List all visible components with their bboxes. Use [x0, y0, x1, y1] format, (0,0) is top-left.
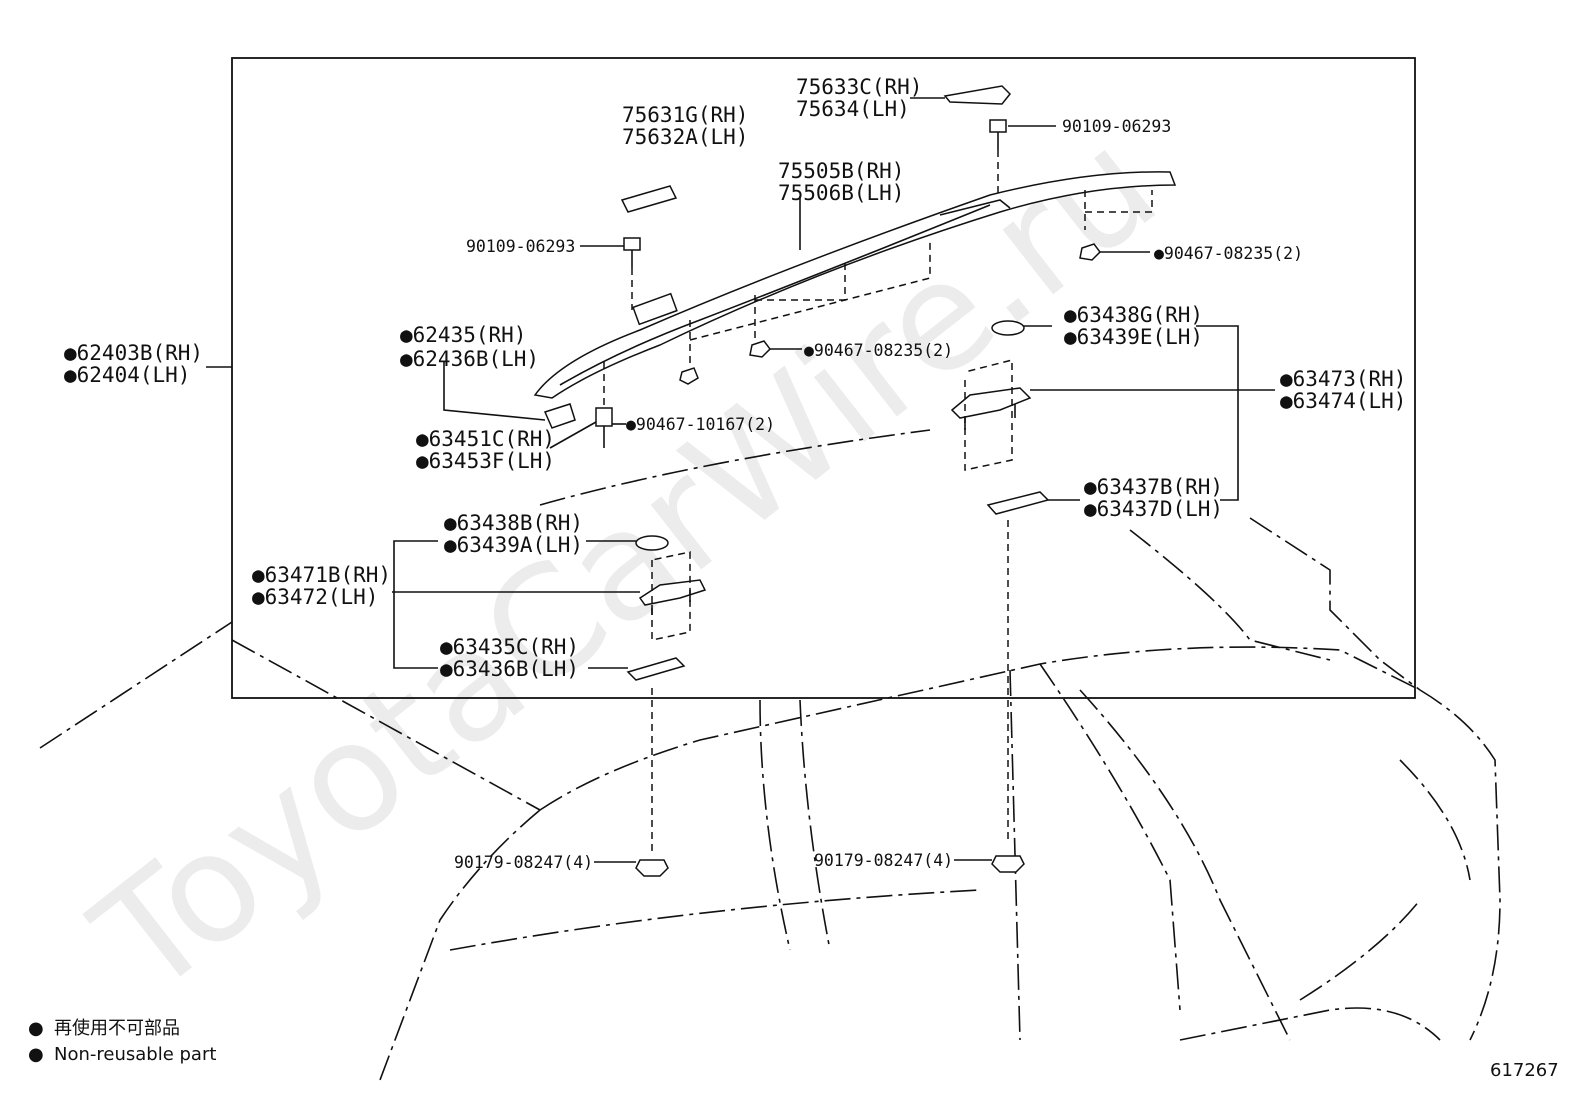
- label-cover-rear-rh: 75633C(RH): [796, 75, 922, 99]
- pad-rear: [991, 320, 1025, 336]
- end-cap: [543, 403, 576, 429]
- nut-rear: [1079, 243, 1101, 261]
- label-endcap-rh: ●62435(RH): [400, 323, 526, 347]
- bracket: [595, 362, 613, 448]
- label-endcap-lh: ●62436B(LH): [400, 347, 539, 371]
- figure-number: 617267: [1490, 1060, 1559, 1081]
- legend-text-jp: 再使用不可部品: [54, 1018, 180, 1039]
- label-bracket-lh: ●63453F(LH): [416, 449, 555, 473]
- label-rail-rh: 75505B(RH): [778, 159, 904, 183]
- label-nut-rear: ●90467-08235(2): [1154, 244, 1303, 263]
- label-leg-front-rh: ●63471B(RH): [252, 563, 391, 587]
- leg-rear: [950, 359, 1032, 471]
- label-nut-mid: ●90467-08235(2): [804, 341, 953, 360]
- label-gasket-front-lh: ●63436B(LH): [440, 657, 579, 681]
- label-screw-rear: 90109-06293: [1062, 117, 1171, 136]
- label-cover-front-lh: 75632A(LH): [622, 125, 748, 149]
- label-main-lh: ●62404(LH): [64, 363, 190, 387]
- vehicle-outline: [39, 429, 1501, 1081]
- leg-front: [638, 551, 707, 641]
- nut-mid: [749, 340, 771, 358]
- legend-dot-en: ●: [28, 1044, 44, 1065]
- gasket-front: [626, 657, 686, 681]
- nut-bottom-left: [635, 859, 669, 877]
- screw-front: [623, 237, 641, 310]
- label-pad-front-lh: ●63439A(LH): [444, 533, 583, 557]
- label-leg-front-lh: ●63472(LH): [252, 585, 378, 609]
- label-nut-bottom-right: 90179-08247(4): [814, 851, 953, 870]
- label-clip-front: ●90467-10167(2): [626, 415, 775, 434]
- detail-frame: [231, 57, 1416, 699]
- label-gasket-rear-rh: ●63437B(RH): [1084, 475, 1223, 499]
- roof-rail: [533, 171, 1177, 399]
- label-leg-rear-lh: ●63474(LH): [1280, 389, 1406, 413]
- label-cover-rear-lh: 75634(LH): [796, 97, 910, 121]
- label-gasket-front-rh: ●63435C(RH): [440, 635, 579, 659]
- label-pad-front-rh: ●63438B(RH): [444, 511, 583, 535]
- nut-bottom-right: [991, 855, 1025, 873]
- part-labels: ●62403B(RH) ●62404(LH) 75633C(RH) 75634(…: [64, 75, 1406, 872]
- screw-rear: [989, 119, 1007, 195]
- rear-end-cover: [943, 85, 1012, 105]
- legend-dot-jp: ●: [28, 1018, 44, 1039]
- label-rail-lh: 75506B(LH): [778, 181, 904, 205]
- leader-lines: [206, 97, 1275, 863]
- gasket-rear: [986, 491, 1050, 515]
- clip-front: [679, 367, 699, 385]
- front-end-cover: [620, 185, 678, 213]
- label-nut-bottom-left: 90179-08247(4): [454, 853, 593, 872]
- label-main-rh: ●62403B(RH): [64, 341, 203, 365]
- label-cover-front-rh: 75631G(RH): [622, 103, 748, 127]
- label-pad-rear-lh: ●63439E(LH): [1064, 325, 1203, 349]
- pad-front: [635, 535, 669, 551]
- label-gasket-rear-lh: ●63437D(LH): [1084, 497, 1223, 521]
- legend: ● 再使用不可部品 ● Non-reusable part: [28, 1018, 216, 1065]
- label-pad-rear-rh: ●63438G(RH): [1064, 303, 1203, 327]
- legend-text-en: Non-reusable part: [54, 1044, 216, 1065]
- label-leg-rear-rh: ●63473(RH): [1280, 367, 1406, 391]
- label-bracket-rh: ●63451C(RH): [416, 427, 555, 451]
- label-screw-front: 90109-06293: [466, 237, 575, 256]
